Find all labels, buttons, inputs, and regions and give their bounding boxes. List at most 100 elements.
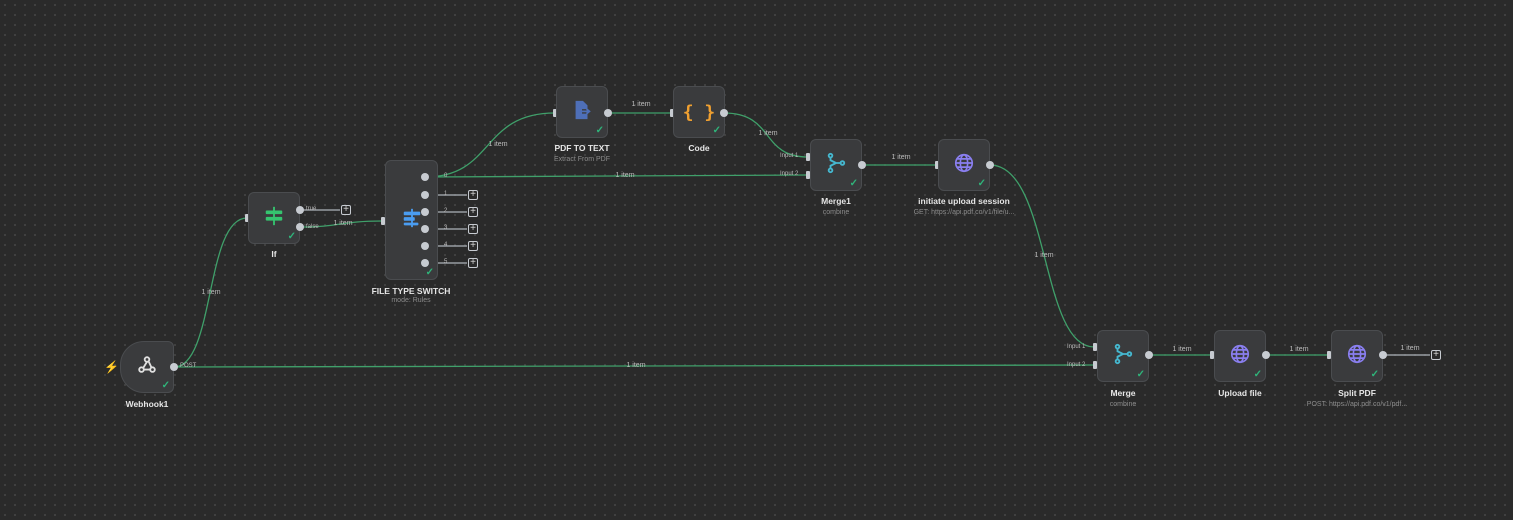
node-file-type-switch[interactable]: ✓ bbox=[385, 160, 438, 280]
node-upload-file[interactable]: ✓ bbox=[1214, 330, 1266, 382]
globe-icon bbox=[1346, 343, 1368, 370]
checkmark-icon: ✓ bbox=[595, 125, 604, 136]
output-handle-1[interactable] bbox=[421, 191, 429, 199]
checkmark-icon: ✓ bbox=[977, 178, 986, 189]
node-merge1[interactable]: ✓ bbox=[810, 139, 862, 191]
output-handle[interactable] bbox=[1145, 351, 1153, 359]
checkmark-icon: ✓ bbox=[1370, 369, 1379, 380]
output-handle[interactable] bbox=[604, 109, 612, 117]
output-handle-3[interactable] bbox=[421, 225, 429, 233]
add-node-button[interactable]: + bbox=[468, 190, 478, 200]
output-label: POST bbox=[180, 363, 197, 369]
input-handle-1[interactable] bbox=[1093, 343, 1097, 351]
node-title: Split PDF bbox=[1338, 388, 1376, 398]
input-handle[interactable] bbox=[553, 109, 557, 117]
node-title: Merge bbox=[1110, 388, 1136, 398]
input-label-2: Input 2 bbox=[1067, 362, 1086, 368]
input-handle[interactable] bbox=[245, 214, 249, 222]
output-label-1: 1 bbox=[444, 191, 448, 197]
input-handle-2[interactable] bbox=[1093, 361, 1097, 369]
node-merge[interactable]: ✓ bbox=[1097, 330, 1149, 382]
edge-label: 1 item bbox=[333, 220, 353, 227]
file-export-icon bbox=[571, 99, 593, 126]
output-label-5: 5 bbox=[444, 259, 448, 265]
globe-icon bbox=[953, 152, 975, 179]
node-webhook1[interactable]: ✓ bbox=[120, 341, 174, 393]
input-handle[interactable] bbox=[1327, 351, 1331, 359]
add-node-button[interactable]: + bbox=[468, 224, 478, 234]
input-label-1: Input 1 bbox=[780, 153, 799, 159]
edge-label: 1 item bbox=[201, 289, 221, 296]
node-subtitle: POST: https://api.pdf.co/v1/pdf... bbox=[1306, 401, 1408, 408]
webhook-icon bbox=[136, 354, 158, 381]
node-title: Upload file bbox=[1218, 388, 1262, 398]
output-label-0: 0 bbox=[444, 173, 448, 179]
input-handle-2[interactable] bbox=[806, 171, 810, 179]
node-subtitle: mode: Rules bbox=[391, 297, 431, 304]
node-split-pdf[interactable]: ✓ bbox=[1331, 330, 1383, 382]
input-handle[interactable] bbox=[670, 109, 674, 117]
edge-label: 1 item bbox=[1034, 252, 1054, 259]
code-braces-icon: { } bbox=[682, 101, 716, 123]
edge-label: 1 item bbox=[1400, 345, 1420, 352]
edge-label: 1 item bbox=[615, 172, 635, 179]
edge-label: 1 item bbox=[631, 101, 651, 108]
node-subtitle: GET: https://api.pdf.co/v1/file/u... bbox=[913, 209, 1015, 216]
node-subtitle: Extract From PDF bbox=[553, 156, 611, 163]
add-node-button[interactable]: + bbox=[468, 207, 478, 217]
input-handle[interactable] bbox=[381, 217, 385, 225]
node-pdf-to-text[interactable]: ✓ bbox=[556, 86, 608, 138]
output-handle-true[interactable] bbox=[296, 206, 304, 214]
add-node-button[interactable]: + bbox=[468, 258, 478, 268]
node-code[interactable]: { } ✓ bbox=[673, 86, 725, 138]
output-handle[interactable] bbox=[720, 109, 728, 117]
output-handle-2[interactable] bbox=[421, 208, 429, 216]
output-handle-4[interactable] bbox=[421, 242, 429, 250]
output-handle-false[interactable] bbox=[296, 223, 304, 231]
node-subtitle: combine bbox=[822, 209, 850, 216]
node-subtitle: combine bbox=[1109, 401, 1137, 408]
output-handle[interactable] bbox=[1262, 351, 1270, 359]
output-label-false: false bbox=[306, 224, 319, 230]
checkmark-icon: ✓ bbox=[287, 231, 296, 242]
checkmark-icon: ✓ bbox=[1253, 369, 1262, 380]
input-label-2: Input 2 bbox=[780, 171, 799, 177]
checkmark-icon: ✓ bbox=[1136, 369, 1145, 380]
checkmark-icon: ✓ bbox=[425, 267, 434, 278]
input-handle-1[interactable] bbox=[806, 153, 810, 161]
output-handle-0[interactable] bbox=[421, 173, 429, 181]
node-initiate-upload-session[interactable]: ✓ bbox=[938, 139, 990, 191]
add-node-button[interactable]: + bbox=[341, 205, 351, 215]
checkmark-icon: ✓ bbox=[161, 380, 170, 391]
edge-label: 1 item bbox=[758, 130, 778, 137]
checkmark-icon: ✓ bbox=[712, 125, 721, 136]
input-label-1: Input 1 bbox=[1067, 344, 1086, 350]
output-handle-5[interactable] bbox=[421, 259, 429, 267]
node-title: initiate upload session bbox=[918, 196, 1010, 206]
input-handle[interactable] bbox=[935, 161, 939, 169]
output-label-3: 3 bbox=[444, 225, 448, 231]
node-title: PDF TO TEXT bbox=[554, 143, 610, 153]
node-if[interactable]: ✓ bbox=[248, 192, 300, 244]
merge-icon bbox=[1112, 343, 1134, 370]
lightning-icon: ⚡ bbox=[104, 360, 119, 374]
output-handle[interactable] bbox=[170, 363, 178, 371]
output-handle[interactable] bbox=[858, 161, 866, 169]
merge-icon bbox=[825, 152, 847, 179]
edge-label: 1 item bbox=[626, 362, 646, 369]
add-node-button[interactable]: + bbox=[1431, 350, 1441, 360]
edge-label: 1 item bbox=[488, 141, 508, 148]
add-node-button[interactable]: + bbox=[468, 241, 478, 251]
node-title: If bbox=[271, 249, 277, 259]
checkmark-icon: ✓ bbox=[849, 178, 858, 189]
output-handle[interactable] bbox=[1379, 351, 1387, 359]
edge-label: 1 item bbox=[891, 154, 911, 161]
edge-label: 1 item bbox=[1289, 346, 1309, 353]
node-title: FILE TYPE SWITCH bbox=[371, 286, 451, 296]
output-label-true: true bbox=[306, 206, 317, 212]
node-title: Merge1 bbox=[821, 196, 851, 206]
input-handle[interactable] bbox=[1210, 351, 1214, 359]
switch-icon bbox=[401, 207, 423, 234]
output-handle[interactable] bbox=[986, 161, 994, 169]
